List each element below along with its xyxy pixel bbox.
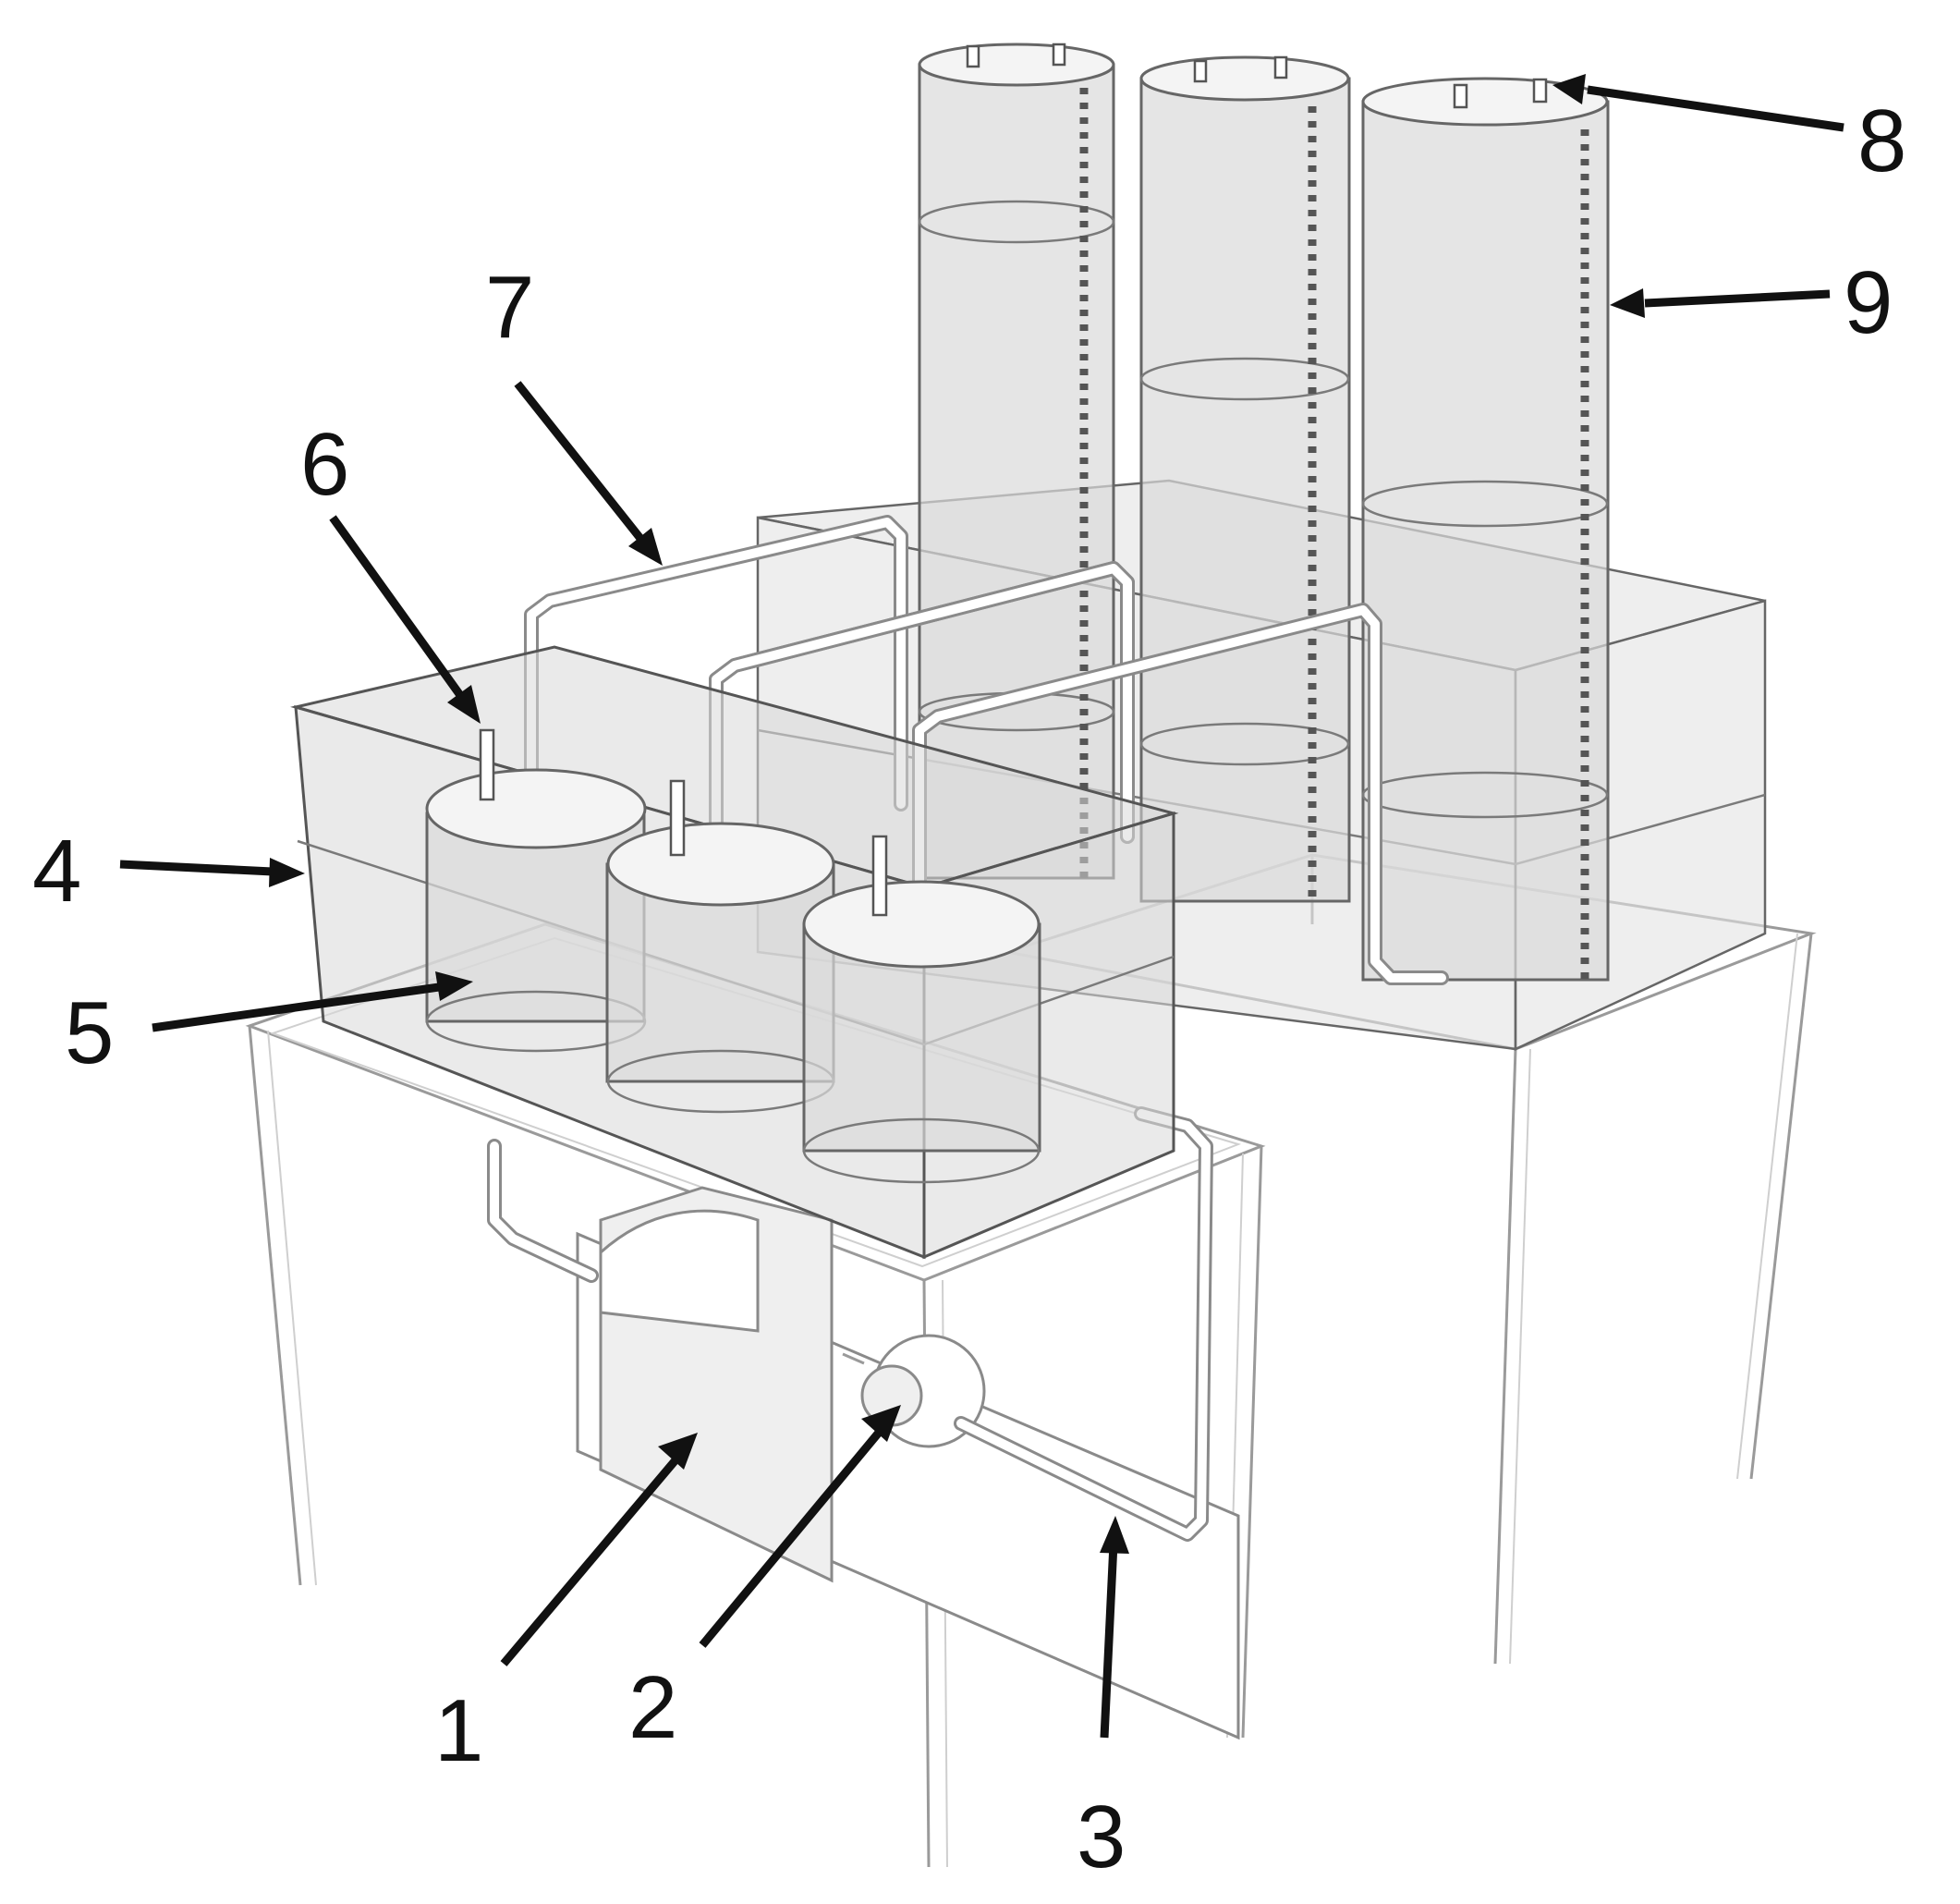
arrow-9 [1644,289,1831,308]
column-waterline [1361,480,1609,528]
arrow-9-head [1610,288,1645,318]
vessel-port [479,728,495,801]
arrow-7 [514,381,646,543]
gas-pipe [527,518,906,809]
callout-number-2: 2 [628,1658,677,1757]
vessel-lid [606,822,835,907]
callout-number-6: 6 [300,415,349,514]
front-table-leg [1241,1145,1263,1739]
arrow-8-head [1552,74,1586,104]
arrow-3 [1100,1543,1118,1739]
arrow-8 [1587,85,1844,132]
arrow-2-head [861,1405,901,1442]
callout-numbers: 1 2 3 4 5 6 7 8 9 [32,92,1906,1886]
arrow-2 [699,1425,886,1648]
column-waterline [1139,357,1350,401]
arrow-4 [119,860,274,876]
digester-vessel-3 [802,835,1041,1184]
motor-shaft [842,1352,865,1365]
column-body [1361,100,1610,982]
callout-number-9: 9 [1844,253,1893,352]
column-body [1139,77,1351,903]
gas-column-1 [918,43,1115,880]
front-table-leg [248,1025,302,1586]
column-port [1193,59,1208,83]
arrow-6-head [447,685,481,724]
column-top [918,43,1115,87]
arrow-1 [500,1453,683,1666]
rear-table-leg [1749,933,1813,1480]
gas-column-2 [1139,55,1351,903]
gas-pipe [915,605,1446,983]
air-supply-pipe [487,1106,1213,1542]
vessel-lid [802,880,1041,969]
front-table-leg [267,1030,317,1586]
blower-scroll [599,1209,760,1333]
rear-table-leg [1509,1048,1531,1665]
callout-number-7: 7 [485,258,534,357]
vessel-bottom [802,1117,1041,1184]
arrow-6 [329,515,466,701]
arrow-7-head [628,528,663,566]
arrow-1-head [658,1433,698,1470]
column-bottom [1139,722,1350,766]
vessel-lid [425,768,647,849]
column-top [1139,55,1350,102]
vessel-port [669,779,686,857]
column-port [1273,55,1288,79]
rear-table-leg [1493,1048,1517,1665]
gas-column-3 [1361,77,1610,982]
rear-table-leg [1736,933,1798,1480]
callout-arrows [119,74,1844,1739]
callout-number-1: 1 [434,1681,483,1780]
arrow-3-head [1100,1516,1129,1554]
callout-number-3: 3 [1077,1788,1126,1886]
column-body [918,63,1115,880]
arrow-5-head [435,971,473,1001]
arrow-5 [152,983,440,1032]
column-port [966,44,980,68]
callout-number-4: 4 [32,822,81,921]
column-port [1052,43,1066,67]
column-port [1532,78,1548,104]
callout-number-8: 8 [1857,92,1906,190]
drain-pipe [490,1141,596,1280]
column-port [1453,83,1468,109]
callout-number-5: 5 [65,983,114,1082]
arrow-4-head [269,858,305,887]
air-pipe [956,1109,1211,1539]
column-waterline [918,200,1115,244]
vessel-port [871,835,888,917]
column-bottom [1361,771,1609,819]
digester-vessel-2 [605,779,835,1114]
